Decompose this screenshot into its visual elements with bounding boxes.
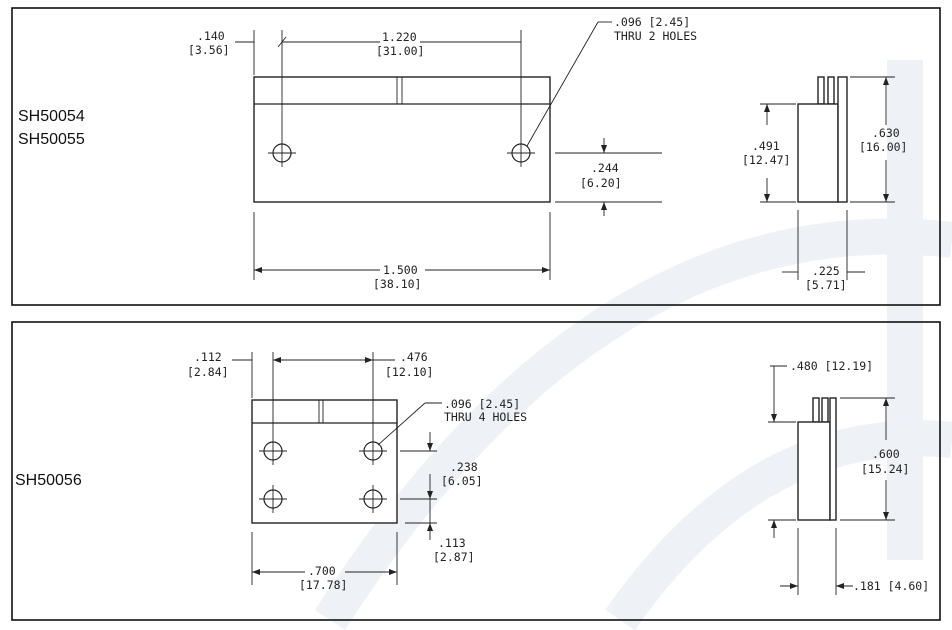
- top-length-mm: [38.10]: [373, 277, 421, 291]
- bottom-row-spacing-mm: [6.05]: [441, 474, 483, 488]
- top-edge-mm: [3.56]: [188, 43, 230, 57]
- hole-bottom-left: [259, 485, 287, 513]
- bottom-thickness-label: .181 [4.60]: [853, 579, 929, 593]
- bottom-edge2-mm: [2.87]: [433, 550, 475, 564]
- top-spacing-in: 1.220: [382, 30, 417, 44]
- bottom-spacing-in: .476: [400, 350, 428, 364]
- top-panel: [11, 7, 941, 306]
- bottom-front-view: [251, 399, 398, 524]
- bottom-edge2-in: .113: [438, 536, 466, 550]
- top-hole-height-mm: [6.20]: [580, 176, 622, 190]
- bottom-edge-in: .112: [194, 350, 222, 364]
- watermark: [314, 60, 952, 630]
- top-length-in: 1.500: [383, 263, 418, 277]
- hole-top-right: [359, 437, 387, 465]
- bottom-dimension-lines: [232, 352, 442, 585]
- bottom-row-spacing-in: .238: [450, 460, 478, 474]
- bottom-panel: [11, 321, 941, 621]
- top-front-view: [253, 76, 551, 203]
- top-height-mm: [16.00]: [859, 140, 907, 154]
- bottom-hole-note-2: THRU 4 HOLES: [444, 410, 527, 424]
- top-hole-note-2: THRU 2 HOLES: [614, 29, 697, 43]
- top-dimension-lines: [235, 21, 662, 280]
- bottom-offset-label: .480 [12.19]: [790, 359, 873, 373]
- bottom-length-mm: [17.78]: [299, 578, 347, 592]
- top-side-view: [760, 76, 895, 280]
- hole-left: [268, 139, 296, 167]
- bottom-height-mm: [15.24]: [861, 462, 909, 476]
- bottom-hole-note-1: .096 [2.45]: [444, 397, 520, 411]
- bottom-length-in: .700: [308, 564, 336, 578]
- hole-bottom-right: [359, 485, 387, 513]
- model-label-sh50054: SH50054: [18, 108, 85, 125]
- top-hole-note-1: .096 [2.45]: [614, 15, 690, 29]
- top-spacing-mm: [31.00]: [376, 44, 424, 58]
- bottom-height-in: .600: [872, 447, 900, 461]
- model-label-sh50056: SH50056: [15, 472, 82, 489]
- top-side-a-mm: [12.47]: [742, 153, 790, 167]
- model-label-sh50055: SH50055: [18, 131, 85, 148]
- top-thickness-in: .225: [812, 264, 840, 278]
- bottom-edge-mm: [2.84]: [187, 365, 229, 379]
- top-height-in: .630: [872, 126, 900, 140]
- top-side-a-in: .491: [752, 139, 780, 153]
- top-hole-height-in: .244: [591, 161, 619, 175]
- hole-top-left: [259, 437, 287, 465]
- top-thickness-mm: [5.71]: [805, 278, 847, 292]
- top-edge-in: .140: [197, 29, 225, 43]
- bottom-spacing-mm: [12.10]: [385, 365, 433, 379]
- hole-right: [507, 139, 535, 167]
- bottom-side-view: [768, 365, 895, 595]
